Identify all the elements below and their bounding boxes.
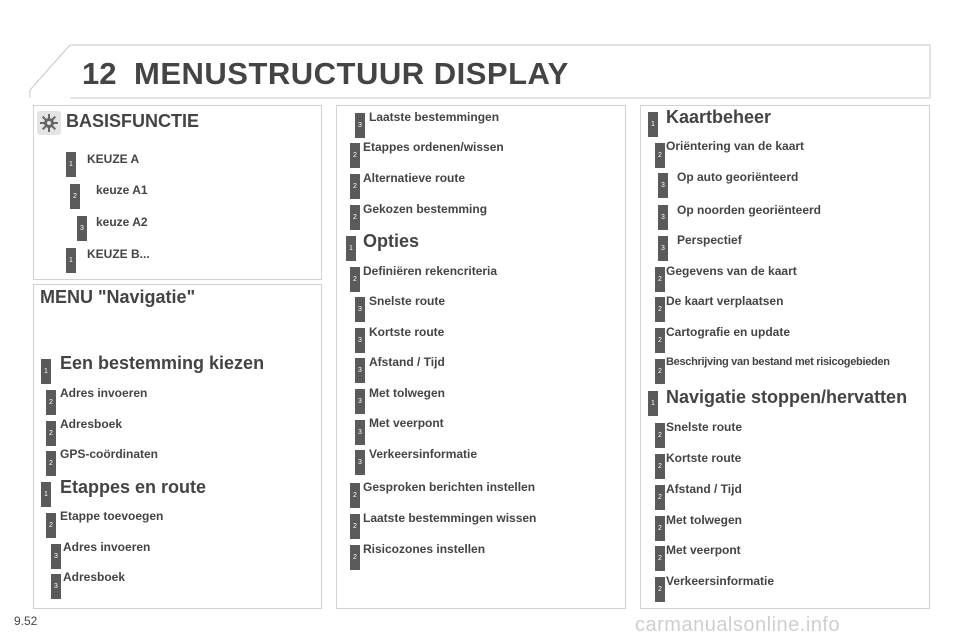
level-badge: 1 bbox=[648, 391, 658, 416]
menu-item: Etappe toevoegen bbox=[60, 509, 164, 523]
menu-item: Perspectief bbox=[677, 233, 742, 247]
level-badge: 3 bbox=[658, 173, 668, 198]
level-badge: 2 bbox=[46, 390, 56, 415]
level-badge: 2 bbox=[350, 483, 360, 508]
menu-item: Met tolwegen bbox=[369, 386, 446, 400]
menu-item: KEUZE A bbox=[87, 152, 140, 166]
level-badge: 3 bbox=[355, 358, 365, 383]
menu-item: Adresboek bbox=[63, 570, 126, 584]
page-title: MENUSTRUCTUUR DISPLAY bbox=[134, 56, 569, 91]
menu-item: Snelste route bbox=[369, 294, 446, 308]
level-badge: 2 bbox=[350, 174, 360, 199]
menu-item: Met veerpont bbox=[666, 543, 741, 557]
menu-item: Verkeersinformatie bbox=[369, 447, 478, 461]
level-badge: 3 bbox=[355, 113, 365, 138]
level-badge: 3 bbox=[355, 297, 365, 322]
level-badge: 2 bbox=[655, 546, 665, 571]
level-badge: 2 bbox=[46, 451, 56, 476]
menu-item: Gegevens van de kaart bbox=[666, 264, 797, 278]
menu-item: Alternatieve route bbox=[363, 171, 466, 185]
menu-item: Adresboek bbox=[60, 417, 123, 431]
menu-item: Kortste route bbox=[369, 325, 445, 339]
level-badge: 2 bbox=[655, 485, 665, 510]
menu-item: Oriëntering van de kaart bbox=[666, 139, 805, 153]
menu-item: KEUZE B... bbox=[87, 247, 150, 261]
level-badge: 2 bbox=[46, 513, 56, 538]
chapter-number: 12 bbox=[82, 56, 117, 91]
menu-item: keuze A2 bbox=[96, 215, 148, 229]
level-badge: 2 bbox=[655, 359, 665, 384]
level-badge: 2 bbox=[350, 143, 360, 168]
menu-item: Afstand / Tijd bbox=[369, 355, 445, 369]
menu-item: Cartografie en update bbox=[666, 325, 791, 339]
menu-item: Adres invoeren bbox=[63, 540, 151, 554]
menu-item: Etappes en route bbox=[60, 477, 207, 497]
level-badge: 2 bbox=[655, 423, 665, 448]
level-badge: 3 bbox=[77, 216, 87, 241]
level-badge: 3 bbox=[51, 574, 61, 599]
menu-item: Opties bbox=[363, 231, 420, 251]
menu-item: Snelste route bbox=[666, 420, 743, 434]
menu-item: Etappes ordenen/wissen bbox=[363, 140, 504, 154]
level-badge: 3 bbox=[355, 389, 365, 414]
menu-item: Met tolwegen bbox=[666, 513, 743, 527]
basisfunctie-panel bbox=[33, 105, 322, 280]
level-badge: 2 bbox=[655, 577, 665, 602]
level-badge: 1 bbox=[66, 248, 76, 273]
level-badge: 2 bbox=[655, 143, 665, 168]
page-number: 9.52 bbox=[14, 614, 38, 628]
menu-item: Beschrijving van bestand met risicogebie… bbox=[666, 356, 890, 368]
level-badge: 3 bbox=[355, 328, 365, 353]
basisfunctie-heading: BASISFUNCTIE bbox=[66, 111, 200, 131]
menu-item: Gesproken berichten instellen bbox=[363, 480, 536, 494]
level-badge: 2 bbox=[655, 328, 665, 353]
level-badge: 3 bbox=[658, 236, 668, 261]
menu-item: keuze A1 bbox=[96, 183, 148, 197]
navigatie-panel bbox=[33, 284, 322, 609]
menu-item: Gekozen bestemming bbox=[363, 202, 488, 216]
level-badge: 3 bbox=[658, 205, 668, 230]
navigatie-heading: MENU "Navigatie" bbox=[40, 287, 196, 307]
menu-item: Kortste route bbox=[666, 451, 742, 465]
level-badge: 1 bbox=[41, 359, 51, 384]
menu-item: Met veerpont bbox=[369, 416, 444, 430]
level-badge: 2 bbox=[655, 516, 665, 541]
level-badge: 2 bbox=[350, 514, 360, 539]
level-badge: 2 bbox=[350, 545, 360, 570]
menu-item: Adres invoeren bbox=[60, 386, 148, 400]
menu-item: Op auto georiënteerd bbox=[677, 170, 799, 184]
level-badge: 1 bbox=[346, 236, 356, 261]
menu-item: Navigatie stoppen/hervatten bbox=[666, 387, 908, 407]
level-badge: 2 bbox=[46, 421, 56, 446]
level-badge: 3 bbox=[355, 450, 365, 475]
menu-item: Afstand / Tijd bbox=[666, 482, 742, 496]
menu-item: Definiëren rekencriteria bbox=[363, 264, 498, 278]
level-badge: 2 bbox=[655, 454, 665, 479]
level-badge: 2 bbox=[70, 184, 80, 209]
level-badge: 1 bbox=[41, 482, 51, 507]
menu-item: Op noorden georiënteerd bbox=[677, 203, 822, 217]
menu-item: Laatste bestemmingen wissen bbox=[363, 511, 537, 525]
level-badge: 2 bbox=[655, 297, 665, 322]
level-badge: 2 bbox=[655, 267, 665, 292]
menu-item: Verkeersinformatie bbox=[666, 574, 775, 588]
level-badge: 2 bbox=[350, 267, 360, 292]
menu-item: Een bestemming kiezen bbox=[60, 353, 265, 373]
level-badge: 3 bbox=[51, 544, 61, 569]
menu-item: Risicozones instellen bbox=[363, 542, 486, 556]
level-badge: 1 bbox=[648, 112, 658, 137]
menu-item: GPS-coördinaten bbox=[60, 447, 159, 461]
menu-item: Laatste bestemmingen bbox=[369, 110, 500, 124]
right-panel bbox=[640, 105, 930, 609]
level-badge: 2 bbox=[350, 205, 360, 230]
header-frame bbox=[29, 44, 931, 99]
middle-panel bbox=[336, 105, 626, 609]
gear-icon bbox=[37, 111, 61, 135]
menu-item: De kaart verplaatsen bbox=[666, 294, 784, 308]
watermark: carmanualsonline.info bbox=[635, 614, 841, 636]
level-badge: 3 bbox=[355, 420, 365, 445]
menu-item: Kaartbeheer bbox=[666, 107, 772, 127]
level-badge: 1 bbox=[66, 152, 76, 177]
